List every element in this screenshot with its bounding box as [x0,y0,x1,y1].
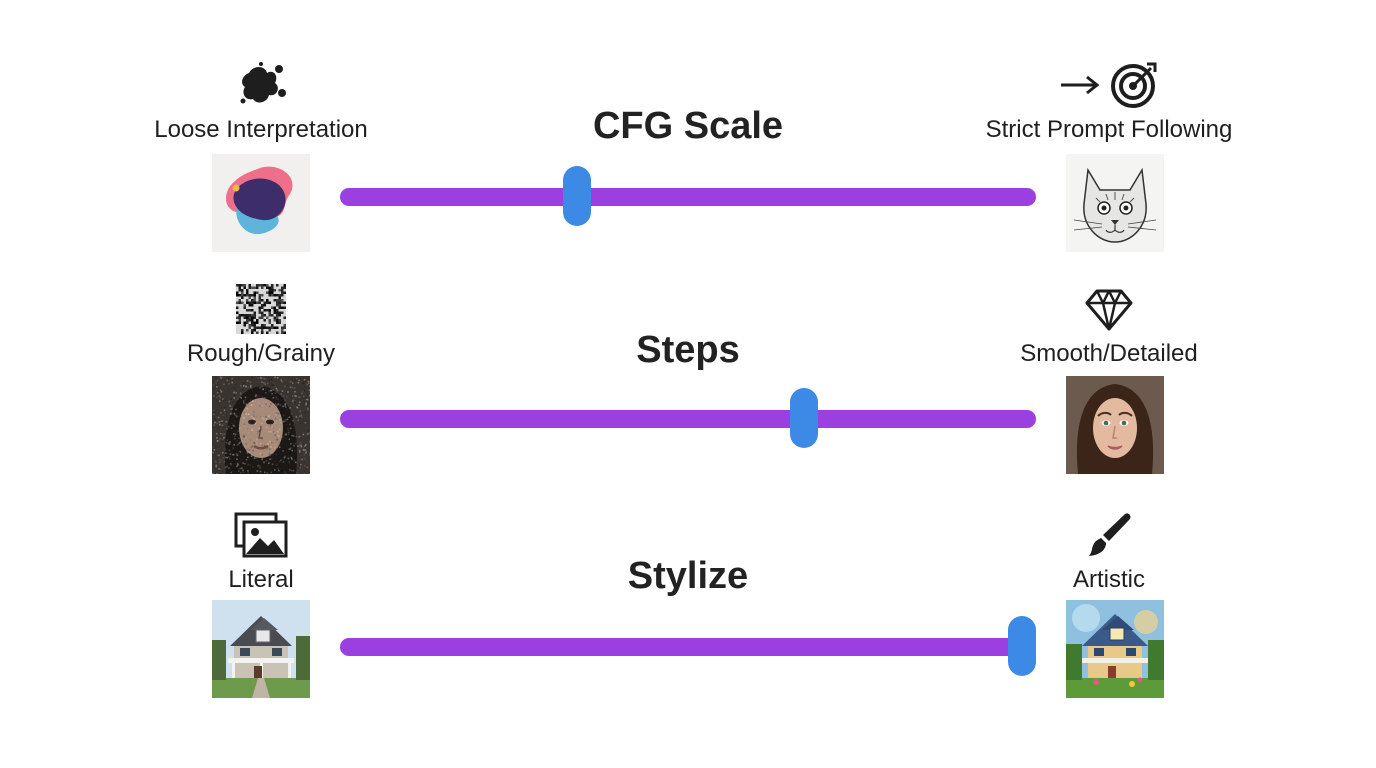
cat-sketch-thumbnail [1066,154,1164,252]
noise-texture-icon [101,284,421,334]
ink-splash-icon [101,60,421,110]
arrow-target-icon [949,60,1269,110]
stylize-title: Stylize [627,555,749,597]
cfg-left-end: Loose Interpretation [101,60,421,146]
steps-slider-row: Rough/Grainy Steps Smooth/Detailed [0,284,1376,504]
stylize-knob[interactable] [1008,616,1037,676]
cfg-right-label: Strict Prompt Following [985,116,1233,143]
stylize-track[interactable] [340,616,1037,676]
cfg-right-end: Strict Prompt Following [949,60,1269,146]
cfg-scale-track[interactable] [340,166,1036,226]
diamond-icon [949,284,1269,334]
stylize-slider-row: Literal Stylize Artistic [0,510,1376,730]
literal-house-thumbnail [212,600,310,698]
stylize-left-end: Literal [101,510,421,596]
steps-right-end: Smooth/Detailed [949,284,1269,370]
cfg-scale-title: CFG Scale [592,105,784,147]
steps-left-end: Rough/Grainy [101,284,421,370]
paintbrush-icon [949,510,1269,560]
steps-title: Steps [636,329,740,371]
artistic-house-thumbnail [1066,600,1164,698]
cfg-scale-slider-row: Loose Interpretation CFG Scale Strict Pr… [0,60,1376,280]
cfg-scale-knob[interactable] [562,166,591,226]
stylize-left-label: Literal [228,566,294,593]
abstract-blob-thumbnail [212,154,310,252]
steps-track[interactable] [340,388,1036,448]
stylize-right-label: Artistic [1073,566,1145,593]
image-gallery-icon [101,510,421,560]
steps-right-label: Smooth/Detailed [1020,340,1198,367]
stylize-right-end: Artistic [949,510,1269,596]
steps-knob[interactable] [790,388,819,448]
steps-left-label: Rough/Grainy [186,340,336,367]
cfg-left-label: Loose Interpretation [154,116,368,143]
grainy-portrait-thumbnail [212,376,310,474]
smooth-portrait-thumbnail [1066,376,1164,474]
